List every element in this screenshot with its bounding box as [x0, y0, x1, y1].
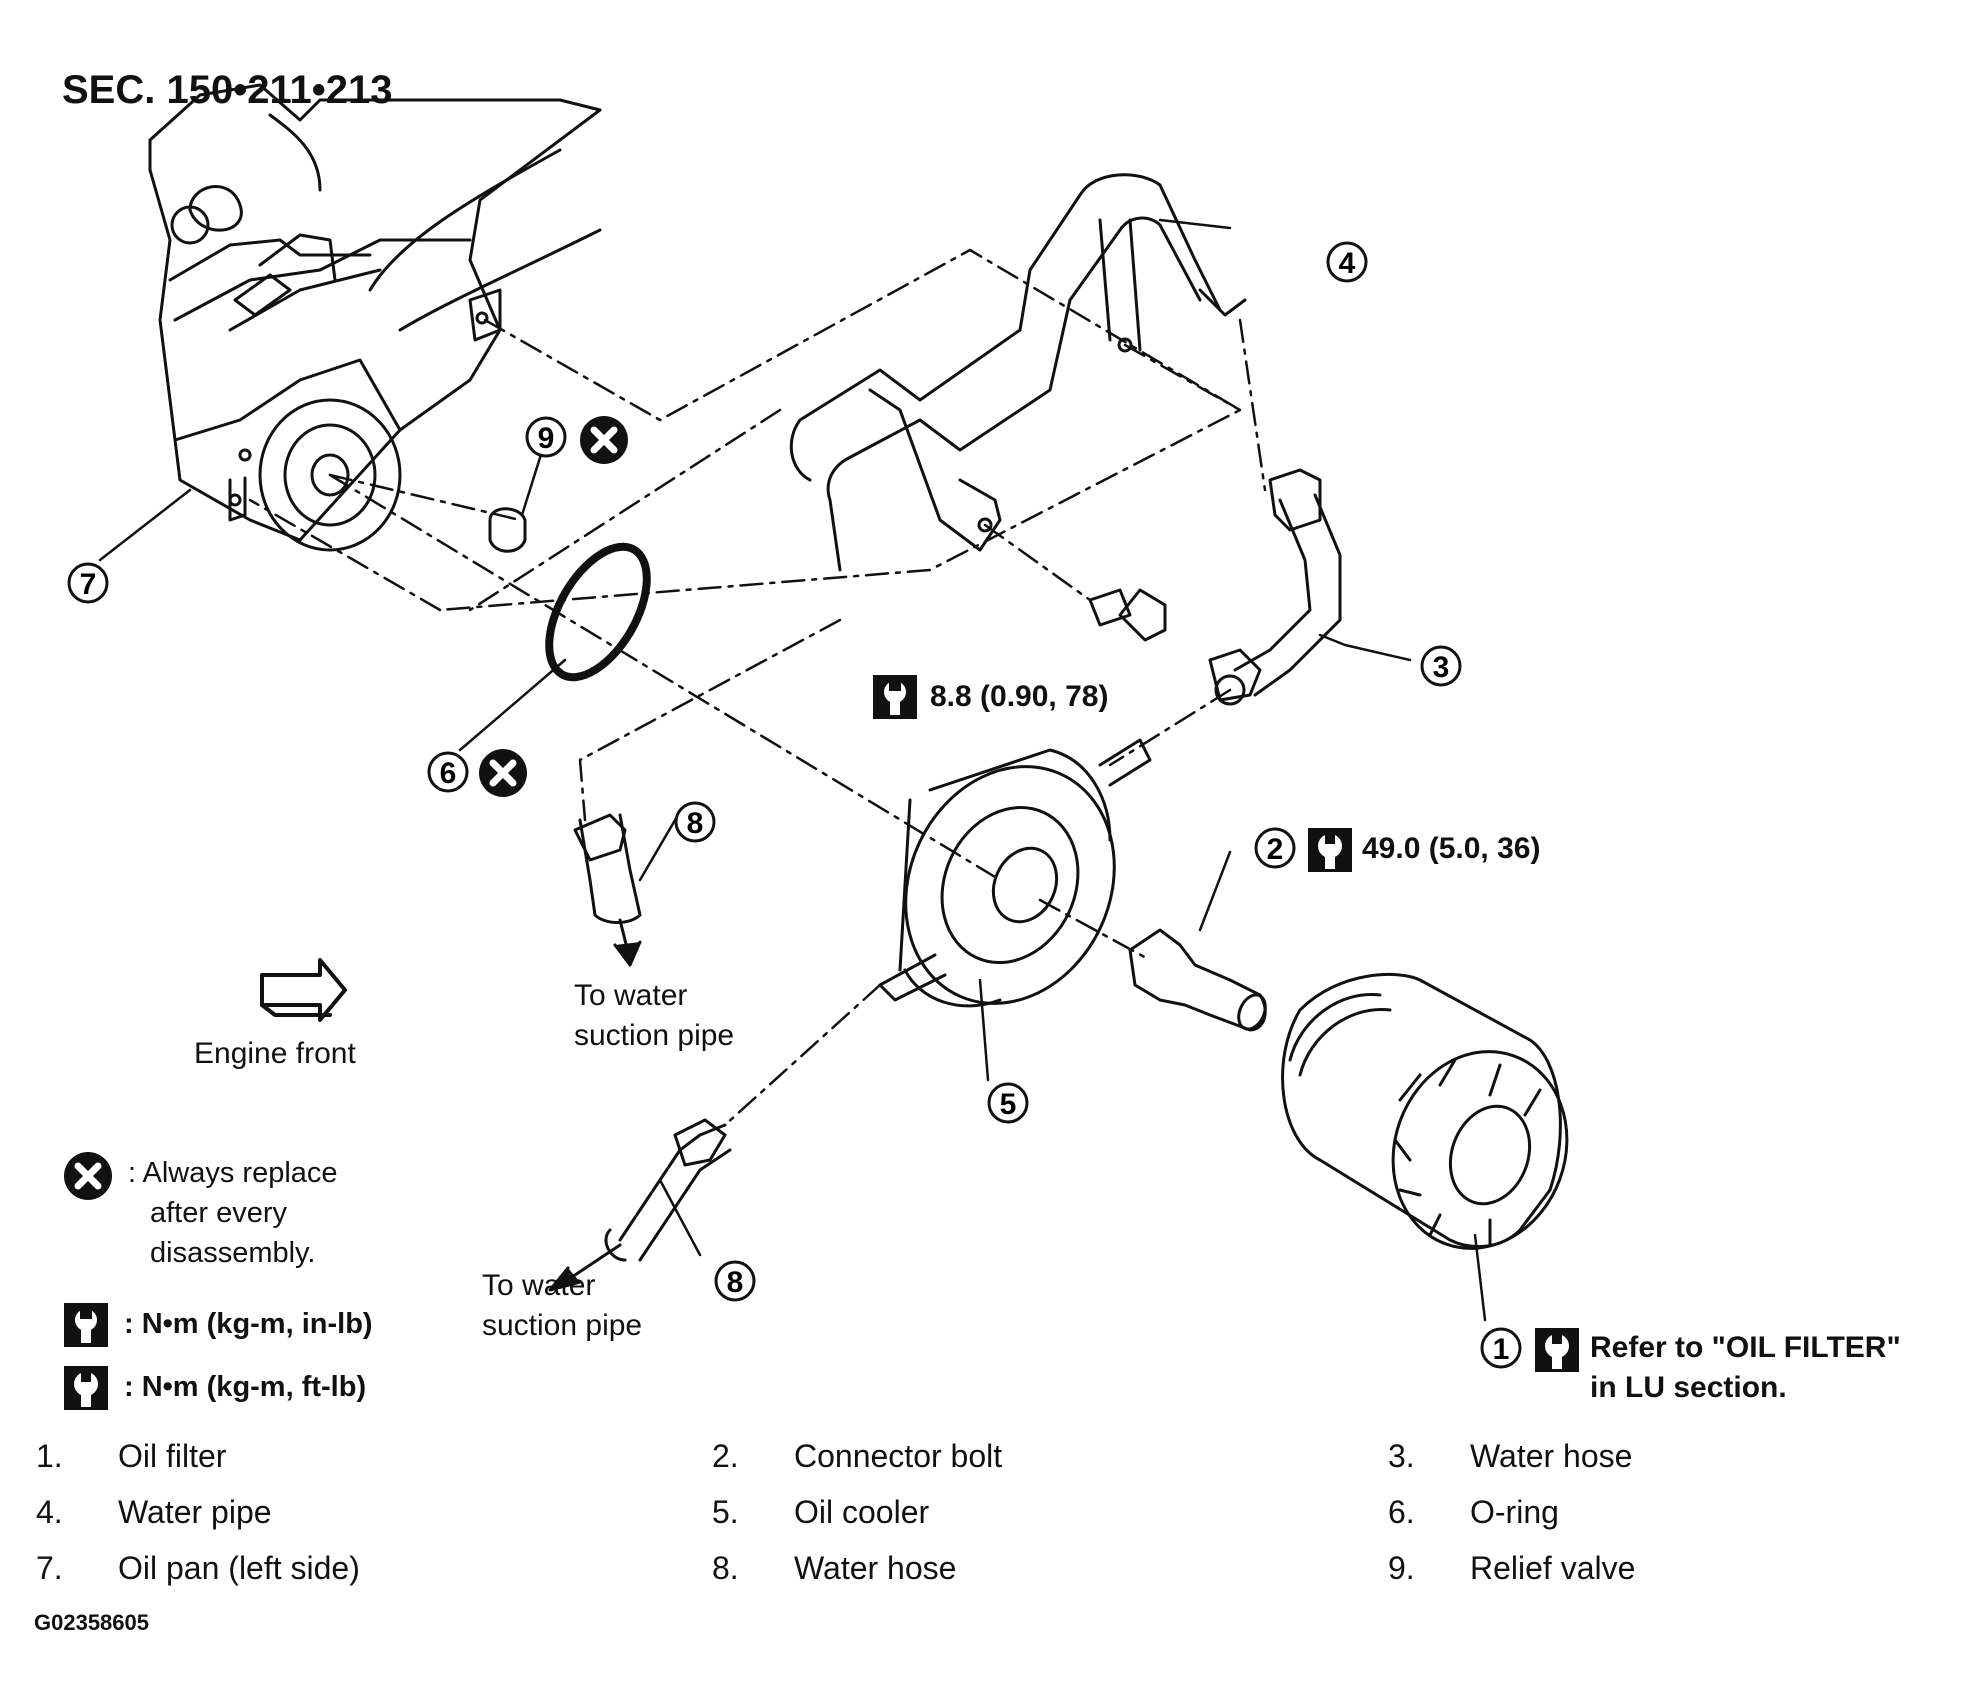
parts-list-num: 8.: [712, 1550, 739, 1586]
callout-6: 6: [427, 751, 469, 793]
callout-8-lower: 8: [714, 1260, 756, 1302]
parts-list-num: 4.: [36, 1494, 63, 1530]
oil-filter-reference: Refer to "OIL FILTER" in LU section.: [1590, 1331, 1901, 1404]
parts-list-name: Connector bolt: [794, 1438, 1003, 1474]
callout-3: 3: [1420, 645, 1462, 687]
parts-list-num: 1.: [36, 1438, 63, 1474]
to-water-suction-pipe-upper: To water suction pipe: [574, 979, 735, 1052]
figure-code: G02358605: [34, 1610, 149, 1635]
svg-text:2: 2: [1267, 833, 1284, 866]
torque-ft-lb-icon: [64, 1366, 108, 1410]
svg-text:5: 5: [1000, 1088, 1017, 1121]
svg-text:1: 1: [1493, 1333, 1510, 1366]
svg-text:7: 7: [80, 568, 97, 601]
parts-list-num: 3.: [1388, 1438, 1415, 1474]
parts-list-num: 2.: [712, 1438, 739, 1474]
relief-valve-drawing: [488, 507, 527, 553]
parts-list-name: Water pipe: [118, 1494, 272, 1530]
oil-cooler-drawing: [878, 738, 1152, 1008]
legend-nm-in-lb: : N•m (kg-m, in-lb): [124, 1308, 373, 1340]
svg-text:8: 8: [687, 807, 704, 840]
water-hose-lower-drawing: [573, 813, 732, 1262]
engine-front-arrow-icon: [260, 958, 347, 1022]
torque-ft-lb-icon: [1308, 828, 1352, 872]
svg-text:6: 6: [440, 757, 457, 790]
parts-list-num: 7.: [36, 1550, 63, 1586]
torque-in-lb-icon: [873, 675, 917, 719]
to-water-suction-pipe-lower: To water suction pipe: [482, 1269, 643, 1342]
torque-connector-bolt: 49.0 (5.0, 36): [1362, 832, 1541, 865]
svg-text:4: 4: [1339, 247, 1356, 280]
parts-list-name: Oil filter: [118, 1438, 227, 1474]
parts-list-name: Relief valve: [1470, 1550, 1636, 1586]
torque-ft-lb-icon: [1535, 1328, 1579, 1372]
torque-water-pipe-bolt: 8.8 (0.90, 78): [930, 680, 1109, 713]
callout-9: 9: [525, 416, 567, 458]
water-hose-upper-drawing: [1208, 468, 1342, 706]
callout-2: 2: [1254, 827, 1296, 869]
connector-bolt-drawing: [1128, 928, 1267, 1032]
parts-list-name: Oil pan (left side): [118, 1550, 360, 1586]
parts-list-name: Oil cooler: [794, 1494, 930, 1530]
parts-list-num: 9.: [1388, 1550, 1415, 1586]
o-ring-drawing: [545, 542, 651, 682]
engine-front-label: Engine front: [194, 1037, 356, 1070]
torque-in-lb-icon: [64, 1303, 108, 1347]
oil-filter-drawing: [1281, 972, 1569, 1250]
replace-mark-icon: [479, 749, 527, 797]
legend-nm-ft-lb: : N•m (kg-m, ft-lb): [124, 1371, 367, 1403]
replace-mark-icon: [580, 416, 628, 464]
parts-list-name: Water hose: [1470, 1438, 1633, 1474]
replace-mark-icon: [64, 1152, 112, 1200]
assembly-guide-lines: [248, 248, 1267, 1127]
svg-text:9: 9: [538, 422, 555, 455]
parts-list-num: 6.: [1388, 1494, 1415, 1530]
parts-list-name: O-ring: [1470, 1494, 1559, 1530]
oil-pan-drawing: [148, 83, 602, 552]
legend-always-replace: : Always replace after every disassembly…: [128, 1157, 338, 1269]
callout-4: 4: [1326, 241, 1368, 283]
svg-text:3: 3: [1433, 651, 1450, 684]
callout-8-upper: 8: [674, 801, 716, 843]
suction-pipe-arrows: [548, 918, 642, 1292]
parts-list-num: 5.: [712, 1494, 739, 1530]
water-pipe-bolt-drawing: [1088, 588, 1167, 642]
callout-5: 5: [987, 1082, 1029, 1124]
svg-text:8: 8: [727, 1266, 744, 1299]
parts-list-name: Water hose: [794, 1550, 957, 1586]
water-pipe-drawing: [789, 173, 1247, 572]
callout-1: 1: [1480, 1327, 1522, 1369]
section-title: SEC. 150•211•213: [62, 68, 393, 112]
callout-7: 7: [67, 562, 109, 604]
